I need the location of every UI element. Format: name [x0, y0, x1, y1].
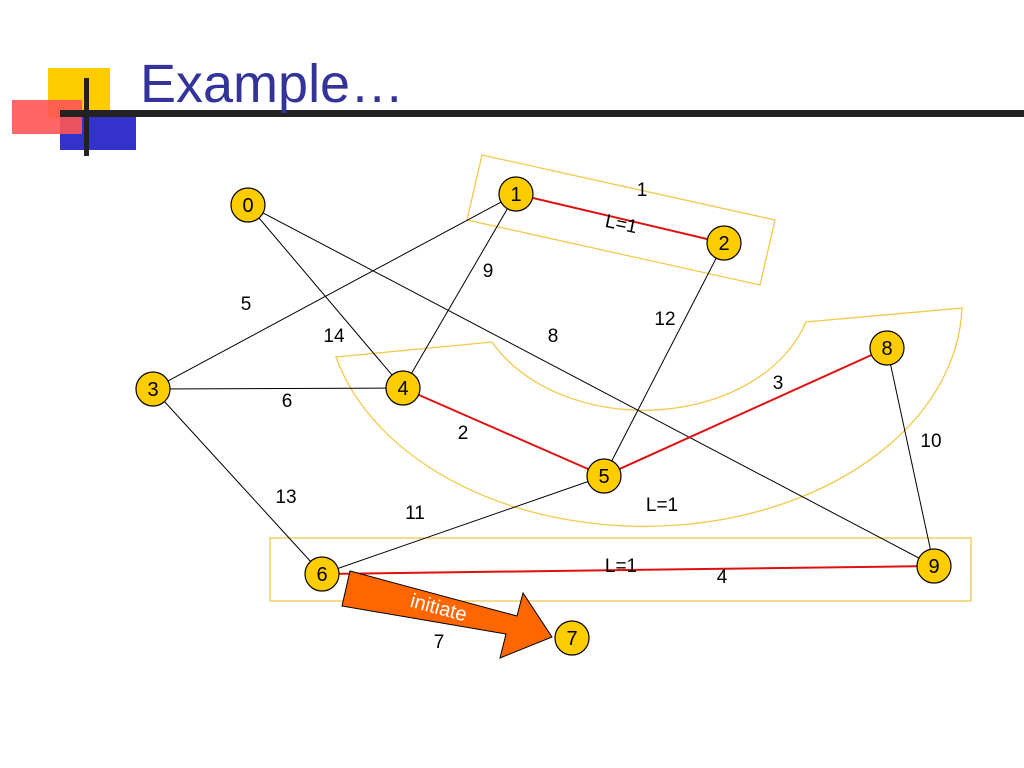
- fragment-label-4-5-8: L=1: [646, 495, 678, 516]
- edge-weight-4-5: 2: [458, 423, 469, 444]
- edge-weight-0-4: 14: [323, 326, 345, 347]
- node-5: 5: [586, 458, 622, 494]
- edge-5-6: [321, 475, 605, 575]
- initiate-arrow-shape: [341, 570, 553, 659]
- node-circle-3: [135, 371, 171, 407]
- edge-weight-0-9: 8: [548, 326, 559, 347]
- title-decoration: [12, 68, 1024, 156]
- node-6: 6: [304, 556, 340, 592]
- node-circle-5: [586, 458, 622, 494]
- edge-layer: [152, 193, 935, 575]
- fragment-label-1-2: L=1: [603, 211, 639, 238]
- initiate-weight: 7: [434, 632, 445, 653]
- node-circle-0: [230, 187, 266, 223]
- edge-weight-5-6: 11: [405, 503, 425, 524]
- node-circle-1: [498, 176, 534, 212]
- edge-weight-8-9: 10: [920, 431, 941, 452]
- edge-1-3: [152, 193, 517, 390]
- node-label-6: 6: [316, 564, 327, 586]
- node-4: 4: [385, 370, 421, 406]
- edge-0-4: [247, 204, 404, 389]
- node-circle-2: [706, 225, 742, 261]
- node-label-2: 2: [718, 233, 729, 255]
- node-7: 7: [554, 620, 590, 656]
- node-label-0: 0: [242, 195, 253, 217]
- edge-weight-6-9: 4: [717, 567, 728, 588]
- node-label-3: 3: [147, 379, 158, 401]
- node-circle-4: [385, 370, 421, 406]
- node-label-1: 1: [510, 184, 521, 206]
- initiate-arrow: initiate 7: [341, 570, 553, 659]
- edge-1-4: [402, 193, 517, 389]
- edge-3-6: [152, 388, 323, 575]
- node-9: 9: [916, 548, 952, 584]
- fragment-box-1-2: [466, 154, 776, 286]
- node-circle-6: [304, 556, 340, 592]
- edge-2-5: [603, 242, 725, 477]
- deco-vertical-rule: [84, 78, 89, 156]
- fragment-level-labels: L=1L=1L=1: [603, 211, 678, 577]
- fragment-arc-4-5-8: [335, 307, 963, 528]
- node-0: 0: [230, 187, 266, 223]
- edge-weight-3-6: 13: [275, 487, 296, 508]
- edge-weight-1-2: 1: [637, 180, 648, 201]
- node-label-7: 7: [566, 628, 577, 650]
- node-label-9: 9: [928, 556, 939, 578]
- node-label-4: 4: [397, 378, 408, 400]
- node-label-5: 5: [598, 466, 609, 488]
- edge-weight-1-4: 9: [483, 261, 494, 282]
- edge-weight-2-5: 12: [654, 309, 675, 330]
- edge-weight-1-3: 5: [241, 294, 252, 315]
- edge-1-2: [515, 193, 725, 244]
- slide-title: Example…: [140, 54, 404, 114]
- node-circle-8: [869, 330, 905, 366]
- node-circle-9: [916, 548, 952, 584]
- node-1: 1: [498, 176, 534, 212]
- edge-0-9: [247, 204, 935, 567]
- node-3: 3: [135, 371, 171, 407]
- edge-6-9: [321, 565, 935, 575]
- edge-4-5: [402, 387, 605, 477]
- node-2: 2: [706, 225, 742, 261]
- edge-weight-3-4: 6: [282, 391, 293, 412]
- fragment-outlines: [269, 154, 972, 602]
- edge-8-9: [886, 347, 935, 567]
- edge-weight-5-8: 3: [773, 373, 784, 394]
- fragment-box-6-9: [269, 537, 972, 602]
- node-circle-7: [554, 620, 590, 656]
- node-8: 8: [869, 330, 905, 366]
- deco-horizontal-rule: [60, 110, 1024, 117]
- edge-5-8: [603, 347, 888, 477]
- fragment-label-6-9: L=1: [605, 556, 637, 577]
- node-label-8: 8: [881, 338, 892, 360]
- edge-3-4: [152, 387, 404, 390]
